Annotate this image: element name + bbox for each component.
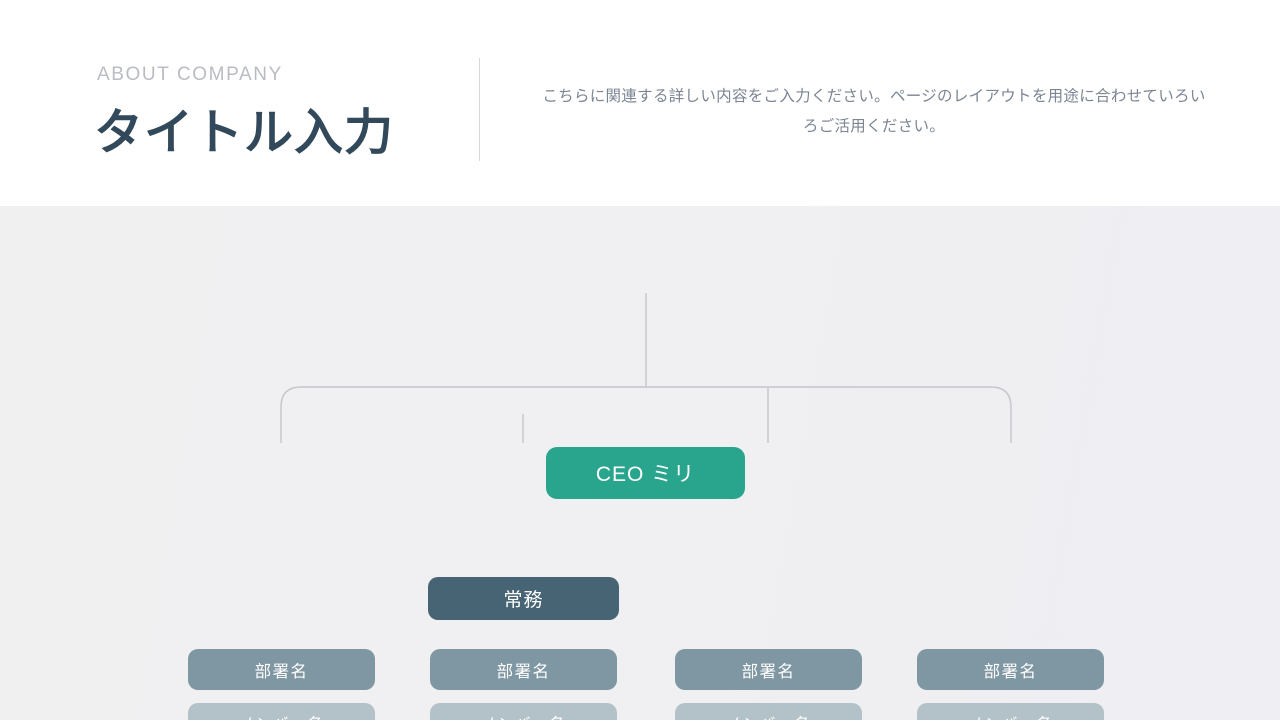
node-department-label: 部署名 <box>254 662 309 681</box>
node-department[interactable]: 部署名 <box>675 649 862 690</box>
node-department[interactable]: 部署名 <box>188 649 375 690</box>
org-column-2: 部署名 メンバー名 メンバー名 メンバー名 <box>430 649 617 720</box>
eyebrow-label: ABOUT COMPANY <box>97 64 283 85</box>
node-department-label: 部署名 <box>741 662 796 681</box>
page-title: タイトル入力 <box>94 106 395 160</box>
node-member[interactable]: メンバー名 <box>675 703 862 720</box>
node-department-label: 部署名 <box>496 662 551 681</box>
node-ceo[interactable]: CEO ミリ <box>546 447 745 499</box>
node-department-label: 部署名 <box>983 662 1038 681</box>
header-divider <box>479 58 480 161</box>
node-member-label: メンバー名 <box>481 712 567 720</box>
node-executive[interactable]: 常務 <box>428 577 619 620</box>
org-column-4: 部署名 メンバー名 メンバー名 <box>917 649 1104 720</box>
node-member-label: メンバー名 <box>239 712 325 720</box>
org-chart-panel: CEO ミリ 常務 部署名 メンバー名 メンバー名 メンバー名 部署名 <box>0 206 1280 720</box>
node-department[interactable]: 部署名 <box>917 649 1104 690</box>
node-member[interactable]: メンバー名 <box>188 703 375 720</box>
slide-header: ABOUT COMPANY タイトル入力 こちらに関連する詳しい内容をご入力くだ… <box>0 0 1280 206</box>
node-member[interactable]: メンバー名 <box>917 703 1104 720</box>
node-department[interactable]: 部署名 <box>430 649 617 690</box>
node-executive-label: 常務 <box>503 590 544 611</box>
node-member-label: メンバー名 <box>726 712 812 720</box>
lead-paragraph: こちらに関連する詳しい内容をご入力ください。ページのレイアウトを用途に合わせてい… <box>542 88 1206 135</box>
node-member-label: メンバー名 <box>968 712 1054 720</box>
node-member[interactable]: メンバー名 <box>430 703 617 720</box>
org-column-3: 部署名 メンバー名 メンバー名 メンバー名 <box>675 649 862 720</box>
org-column-1: 部署名 メンバー名 メンバー名 メンバー名 <box>188 649 375 720</box>
node-ceo-label: CEO ミリ <box>595 463 696 486</box>
